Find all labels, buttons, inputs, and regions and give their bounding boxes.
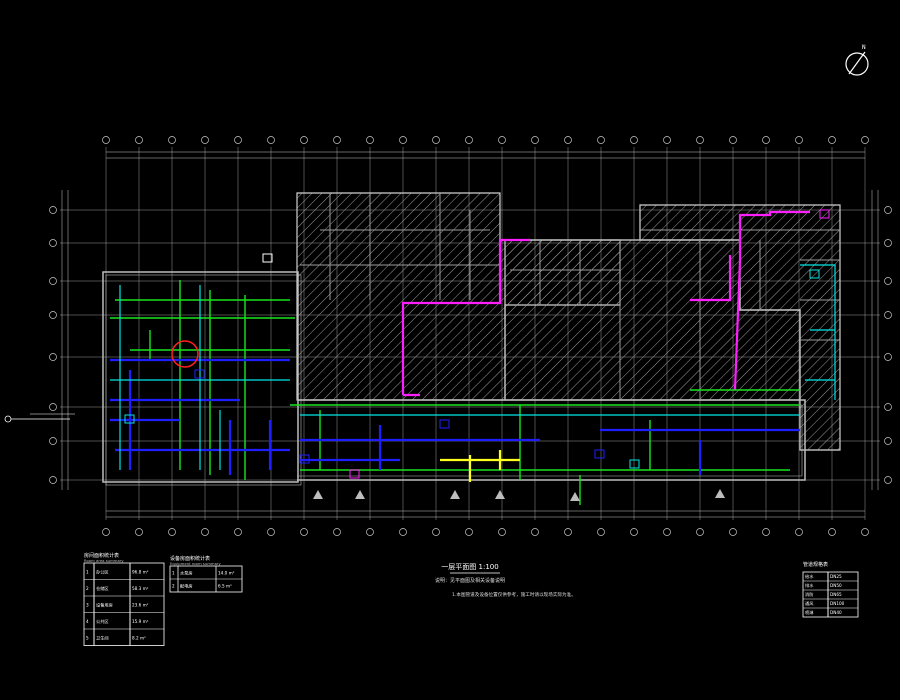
red-marker (171, 340, 199, 368)
table-cell: 1 (86, 570, 89, 575)
plan-subtitle: 说明：见平面图及相关设备说明 (435, 577, 505, 584)
hatched-zone (296, 192, 841, 451)
table-cell: 设备用房 (96, 602, 113, 609)
table-cell: 仓储区 (96, 585, 109, 592)
table-cell: 4 (86, 619, 89, 624)
axis-bubbles (49, 136, 892, 536)
table-cell: DN65 (830, 592, 842, 597)
room-partitions (300, 193, 840, 400)
table-cell: 给水 (805, 573, 814, 580)
blue-pipe (110, 358, 800, 475)
fixtures (124, 209, 830, 501)
table-cell: 96.8 m² (132, 570, 149, 575)
table-header: 设备房面积统计表 (170, 555, 210, 562)
magenta-pipe (401, 210, 810, 397)
table-cell: DN50 (830, 583, 842, 588)
table-cell: DN40 (830, 610, 842, 615)
table-cell: 卫生间 (96, 635, 109, 642)
entrance-marker (4, 413, 75, 423)
table-cell: 1 (172, 570, 175, 575)
table-cell: 5 (86, 636, 89, 641)
table-header: 管道规格表 (803, 561, 828, 568)
table-cell: 2 (172, 583, 175, 588)
table-cell: DN100 (830, 601, 845, 606)
table-cell: DN25 (830, 574, 842, 579)
building-walls (102, 205, 840, 486)
table-cell: 58.3 m² (132, 586, 149, 591)
table-cell: 2 (86, 586, 89, 591)
table-cell: 6.5 m² (218, 583, 232, 588)
plan-title-block: 一层平面图 1:100 说明：见平面图及相关设备说明 1.本图管道及设备位置仅供… (435, 563, 576, 598)
table-cell: 8.2 m² (132, 636, 146, 641)
table-subheader: Room area summary (84, 558, 124, 563)
table-cell: 办公区 (96, 569, 109, 576)
table-cell: 喷淋 (805, 609, 814, 616)
table-cell: 消防 (805, 591, 813, 598)
north-arrow-icon: N (845, 44, 869, 76)
table-cell: 排水 (805, 582, 814, 589)
cyan-pipe (110, 264, 836, 470)
table-header: 房间面积统计表 (84, 552, 119, 559)
plan-note: 1.本图管道及设备位置仅供参考，施工时请以现场实际为准。 (452, 591, 576, 598)
table-cell: 23.6 m² (132, 603, 149, 608)
table-subheader: Equipment room summary (170, 561, 222, 566)
table-cell: 公共区 (96, 618, 109, 625)
table-cell: 3 (86, 603, 89, 608)
table-cell: 水泵房 (180, 569, 193, 576)
table-cell: 配电房 (180, 582, 193, 589)
yellow-pipe (440, 450, 520, 482)
table-cell: 15.9 m² (132, 619, 149, 624)
table-cell: 14.0 m² (218, 570, 235, 575)
plan-title: 一层平面图 1:100 (441, 563, 498, 571)
table-cell: 通风 (805, 600, 814, 607)
svg-text:N: N (862, 44, 866, 51)
